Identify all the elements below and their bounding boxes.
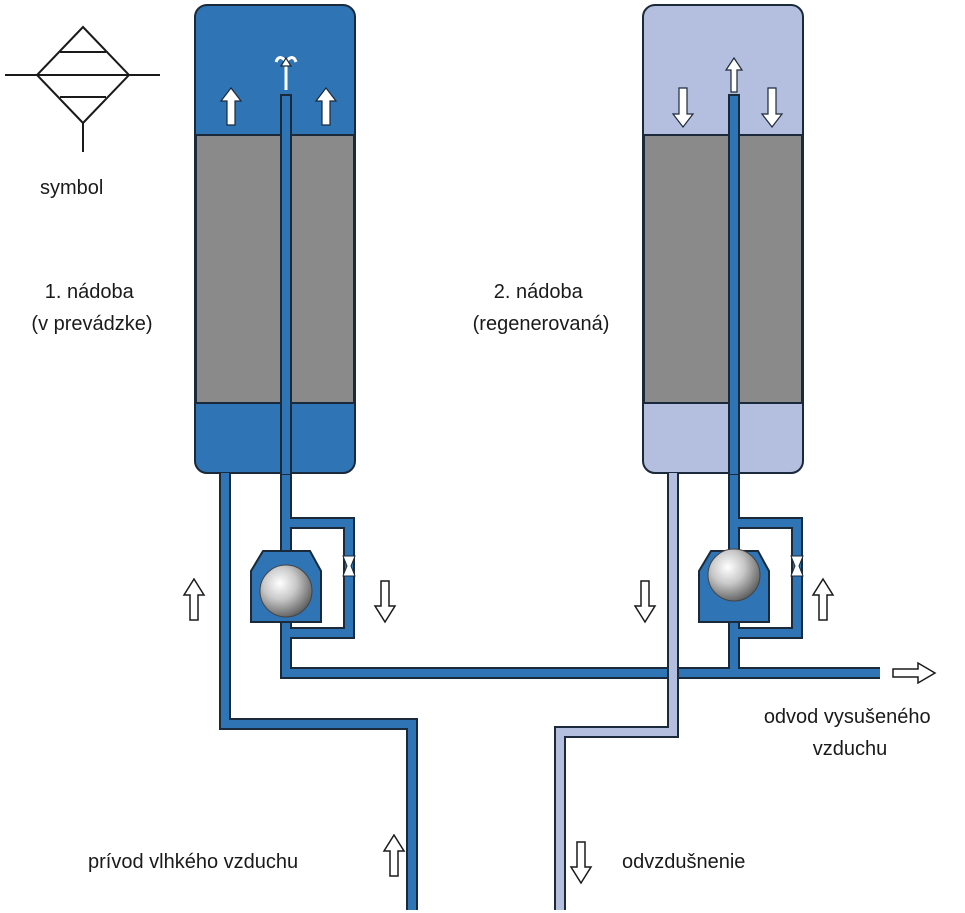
flow-arrow-icon [569, 841, 593, 885]
vent-label: odvzdušnenie [622, 851, 745, 873]
flow-arrow-icon [382, 833, 406, 877]
vessel-2-label: 2. nádoba (regenerovaná) [473, 281, 610, 335]
symbol-label: symbol [40, 177, 103, 199]
check-valve-2 [698, 548, 770, 623]
flow-arrow-icon [373, 580, 397, 624]
check-ball-icon [259, 564, 313, 618]
flow-arrow-icon [811, 577, 835, 621]
inlet-label: prívod vlhkého vzduchu [88, 851, 298, 873]
vessel-1-label: 1. nádoba (v prevádzke) [31, 281, 152, 335]
active-pipes-fill [221, 473, 880, 910]
vessel-1-flow-arrows [219, 56, 338, 126]
flow-arrow-icon [633, 580, 657, 624]
vent-pipe [554, 473, 679, 910]
outlet-label: odvod vysušeného vzduchu [764, 706, 936, 760]
vessel-2-flow-arrows [671, 56, 784, 128]
check-valve-1 [250, 550, 322, 623]
vessel-2 [642, 4, 804, 476]
vessel-1 [194, 4, 356, 476]
check-ball-icon [707, 548, 761, 602]
flow-arrows [182, 577, 937, 885]
flow-arrow-icon [182, 577, 206, 621]
flow-arrow-icon [892, 661, 937, 685]
dryer-symbol-icon [5, 25, 160, 152]
active-pipes [219, 473, 880, 910]
bypass-orifices [342, 555, 804, 577]
